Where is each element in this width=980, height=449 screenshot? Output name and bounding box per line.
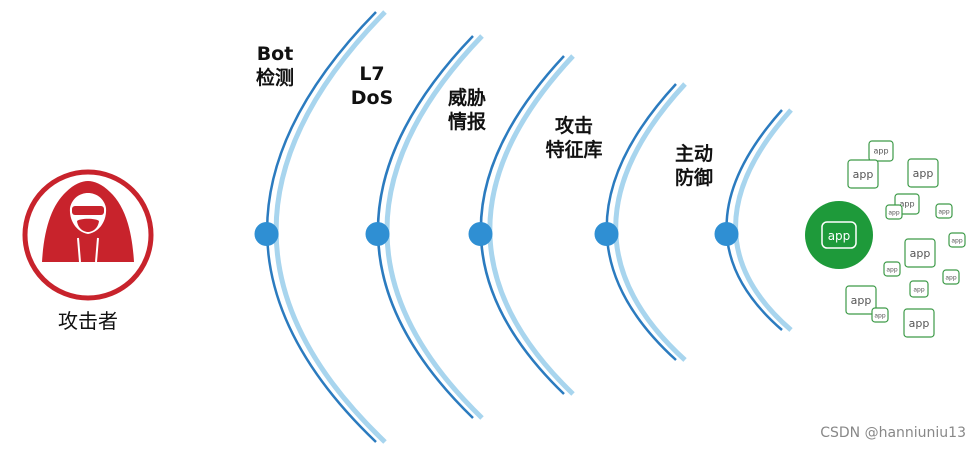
app-tile-label: app: [853, 168, 874, 181]
app-tile: [909, 280, 929, 298]
layer-node: [365, 222, 390, 246]
app-tile: [885, 204, 903, 220]
layer-arc-inner: [613, 82, 687, 362]
layer-node: [468, 222, 493, 246]
app-tile: [845, 285, 877, 315]
app-tile: [904, 238, 936, 268]
attacker: 攻击者: [22, 169, 154, 333]
layer-label: 检测: [256, 66, 294, 89]
app-tile: [907, 158, 939, 188]
app-tile-label: app: [873, 147, 888, 156]
layer-arc-outer: [479, 55, 565, 395]
app-tile: [883, 261, 901, 277]
layer-label: L7: [359, 63, 384, 85]
layer-arc-inner: [733, 108, 793, 332]
layer-label: 特征库: [545, 138, 602, 161]
app-tile-label: app: [888, 210, 899, 217]
layer-label: 攻击: [555, 114, 593, 137]
app-tile-label: app: [874, 313, 885, 320]
layer-node: [254, 222, 279, 246]
app-tile-label: app: [913, 287, 924, 294]
app-tile: [903, 308, 935, 338]
app-tile-label: app: [909, 317, 930, 330]
app-tile-label: app: [899, 200, 914, 209]
app-tile: [948, 232, 966, 248]
layer-label: 威胁: [448, 86, 486, 109]
main-app-label: app: [828, 229, 851, 243]
layer-node: [714, 222, 739, 246]
watermark: CSDN @hanniuniu13: [820, 425, 966, 441]
layer-label: 情报: [448, 110, 486, 133]
app-tile-label: app: [851, 294, 872, 307]
app-tile-label: app: [945, 275, 956, 282]
layer-node: [594, 222, 619, 246]
layer-label: 主动: [675, 143, 713, 165]
app-tile-label: app: [951, 238, 962, 245]
app-tile: [942, 269, 960, 285]
main-app-circle: [805, 201, 873, 269]
app-tile: [871, 307, 889, 323]
layer-label: Bot: [257, 43, 294, 65]
hooded-hacker-icon: [42, 181, 134, 263]
app-tile-label: app: [913, 167, 934, 180]
layer-label: 防御: [675, 166, 713, 189]
app-tile-label: app: [886, 267, 897, 274]
main-app-tile: [821, 221, 857, 249]
app-tile: [935, 203, 953, 219]
layer-arc-inner: [487, 54, 575, 396]
app-tile-label: app: [938, 209, 949, 216]
layer-label: DoS: [351, 87, 394, 109]
app-tile: [847, 159, 879, 189]
app-tile: [868, 140, 894, 162]
attacker-label: 攻击者: [58, 309, 118, 333]
app-tile-label: app: [910, 247, 931, 260]
